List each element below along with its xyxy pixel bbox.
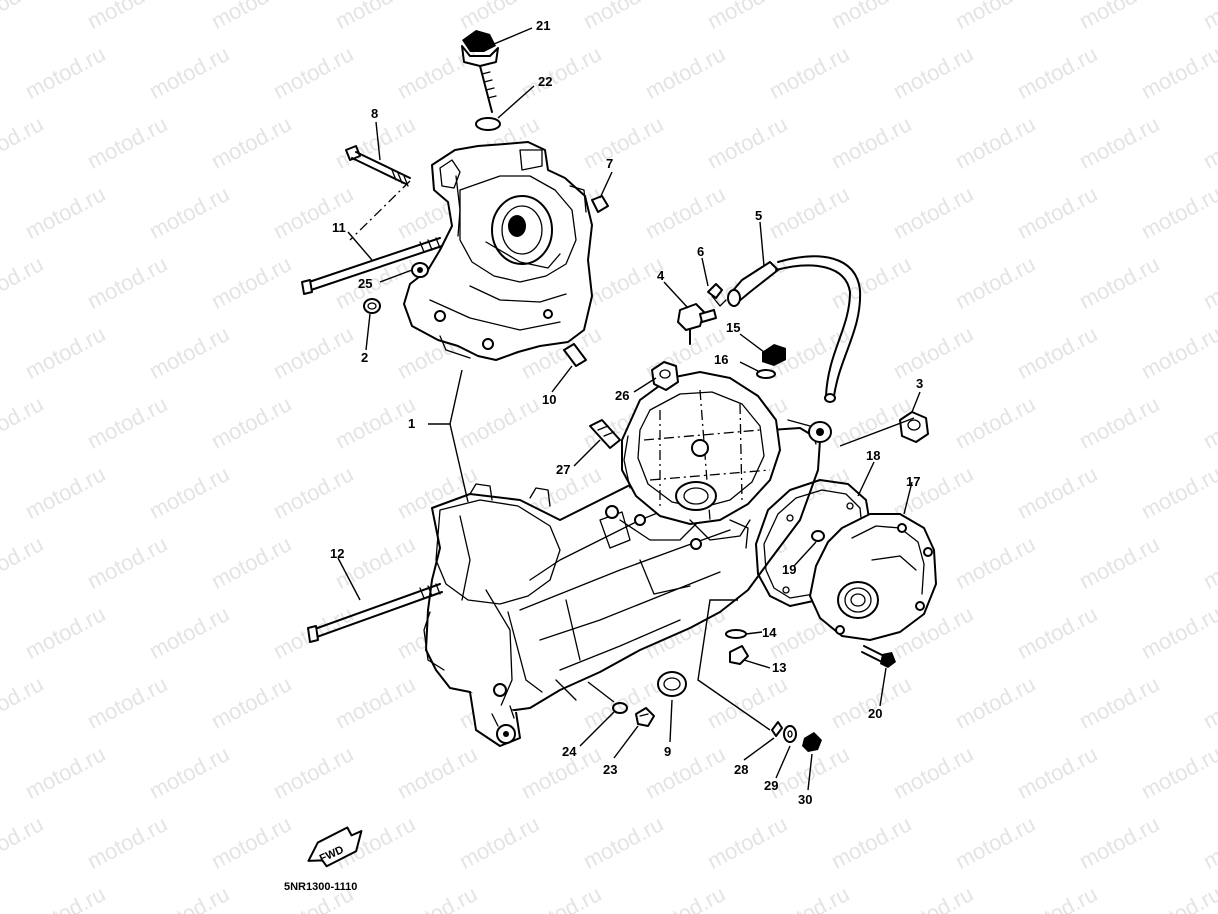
- callout-10: 10: [542, 392, 556, 407]
- callout-6: 6: [697, 244, 704, 259]
- callout-16: 16: [714, 352, 728, 367]
- callout-17: 17: [906, 474, 920, 489]
- callout-30: 30: [798, 792, 812, 807]
- callout-14: 14: [762, 625, 777, 640]
- callout-24: 24: [562, 744, 577, 759]
- nut-30: [802, 732, 822, 752]
- callout-1: 1: [408, 416, 415, 431]
- callout-27: 27: [556, 462, 570, 477]
- callout-numbers: 21 22 8 7 11 25 2 10 1 5 6 4 15 16 26 27…: [330, 18, 923, 807]
- washer-14: [725, 629, 747, 639]
- callout-22: 22: [538, 74, 552, 89]
- drain-plug-15: [762, 344, 786, 366]
- long-bolt-11: [301, 237, 443, 295]
- oil-seal-26: [651, 361, 679, 391]
- breather-joint-4: [677, 303, 717, 345]
- dowel-2: [363, 298, 381, 314]
- callout-19: 19: [782, 562, 796, 577]
- breather-hose-5: [727, 255, 862, 403]
- bolt-8: [345, 145, 411, 187]
- plug-7: [591, 195, 609, 213]
- bolt-13: [729, 645, 749, 665]
- callout-20: 20: [868, 706, 882, 721]
- callout-12: 12: [330, 546, 344, 561]
- callout-29: 29: [764, 778, 778, 793]
- dowel-10: [563, 343, 587, 367]
- clip-6: [707, 283, 727, 307]
- fwd-arrow: FWD: [307, 826, 363, 868]
- o-ring-22: [475, 117, 501, 131]
- washer-29: [783, 725, 797, 743]
- washer-24: [612, 702, 628, 714]
- diagram-code: 5NR1300-1110: [284, 881, 357, 893]
- dowel-25: [411, 262, 429, 278]
- callout-4: 4: [657, 268, 665, 283]
- assembly-line-8: [349, 180, 411, 241]
- callout-23: 23: [603, 762, 617, 777]
- stud-bolt-27: [589, 419, 621, 449]
- bolt-20: [861, 645, 896, 668]
- left-crankcase-half: [403, 141, 593, 361]
- callout-25: 25: [358, 276, 372, 291]
- long-bolt-12: [307, 583, 443, 643]
- callout-9: 9: [664, 744, 671, 759]
- callout-7: 7: [606, 156, 613, 171]
- crankcase-fan-housing: [621, 371, 832, 549]
- dowel-19: [811, 530, 825, 542]
- callout-21: 21: [536, 18, 550, 33]
- leader-lines: [337, 27, 921, 791]
- gasket-16: [756, 369, 776, 379]
- callout-15: 15: [726, 320, 740, 335]
- bushing-3: [899, 411, 929, 443]
- callout-11: 11: [332, 220, 346, 235]
- callout-28: 28: [734, 762, 748, 777]
- callout-5: 5: [755, 208, 762, 223]
- callout-8: 8: [371, 106, 378, 121]
- side-cover-17: [809, 513, 937, 641]
- pin-28: [771, 721, 783, 737]
- bolt-23: [635, 707, 655, 727]
- callout-2: 2: [361, 350, 368, 365]
- callout-13: 13: [772, 660, 786, 675]
- callout-26: 26: [615, 388, 629, 403]
- oil-seal-9: [657, 671, 687, 697]
- callout-3: 3: [916, 376, 923, 391]
- oil-filler-plug-21: [461, 30, 499, 113]
- callout-18: 18: [866, 448, 880, 463]
